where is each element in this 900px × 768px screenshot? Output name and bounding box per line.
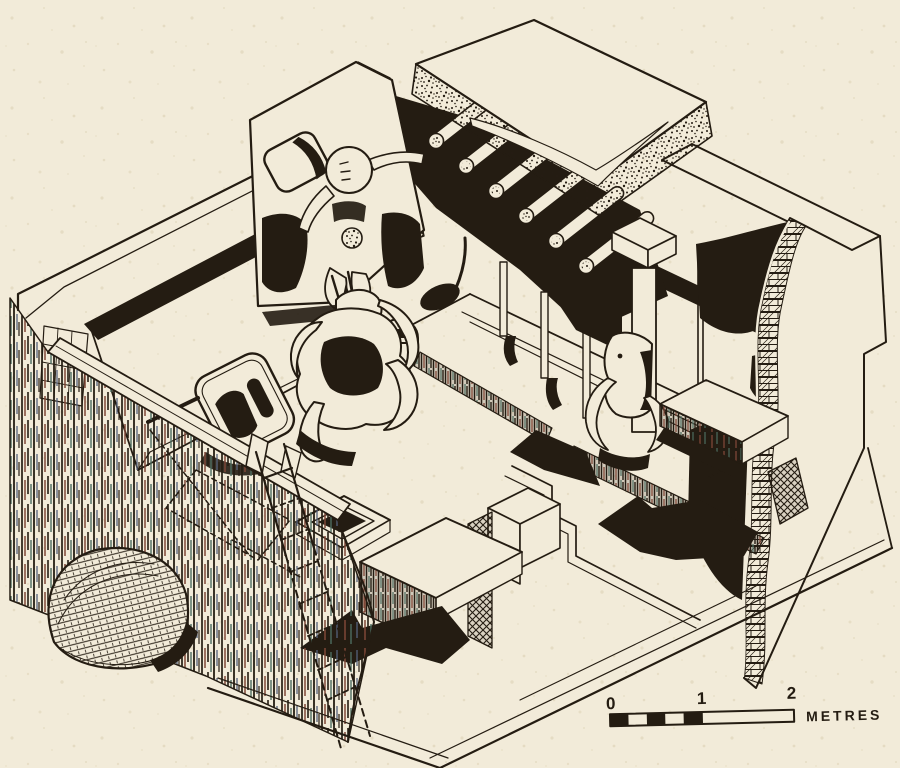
scale-unit-label: METRES: [806, 707, 883, 725]
wall-relief-figure: [262, 146, 425, 309]
floor-shadow: [510, 430, 600, 486]
slab-wavy-layer: [469, 117, 669, 187]
hanging-object: [420, 236, 467, 311]
figure-head: [325, 146, 373, 194]
hanging-horn-cluster: [290, 270, 420, 466]
scale-tick-2: 2: [787, 684, 797, 703]
cut-pillar-stub: [767, 457, 809, 525]
roof-slab: [411, 18, 713, 217]
ladder: [245, 433, 371, 753]
floor-shadow-arrow: [598, 496, 758, 560]
roof-posts: [499, 261, 591, 419]
bull-head: [603, 331, 653, 419]
scale-tick-1: 1: [697, 689, 707, 708]
floor-platform-kerbs: [413, 351, 765, 560]
dome-oven: [47, 547, 198, 672]
horn: [383, 359, 419, 431]
figure-navel-boss: [341, 227, 363, 249]
horn: [290, 321, 323, 379]
floor-outline: [206, 539, 894, 768]
bull-horn: [584, 377, 617, 451]
scale-tick-0: 0: [606, 694, 616, 713]
roof-assembly: [382, 18, 713, 419]
relief-figure-panel: [248, 60, 426, 326]
scale-bar: 0 1 2 METRES: [606, 684, 883, 728]
porthole-opening: [263, 131, 329, 193]
right-bench: [656, 379, 789, 478]
